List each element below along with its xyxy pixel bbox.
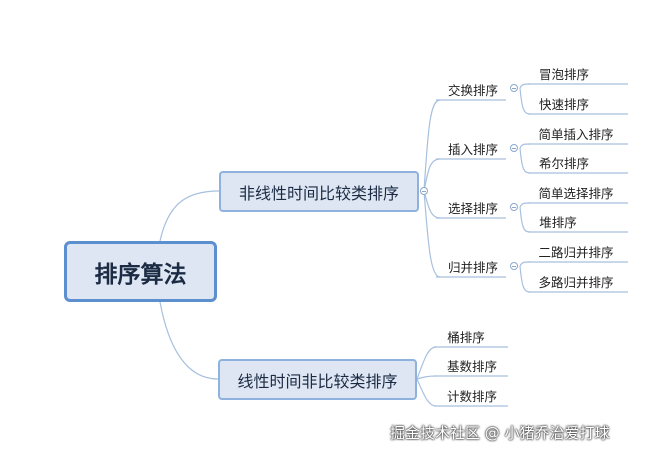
leaf-label: 基数排序 (446, 358, 497, 374)
leaf-node-counting-sort[interactable]: 计数排序 (440, 384, 504, 406)
group-node-selection-sort[interactable]: 选择排序 (443, 196, 503, 218)
connector-select-leaf-2 (519, 206, 531, 233)
branch-label: 线性时间非比较类排序 (237, 371, 398, 391)
leaf-node-radix-sort[interactable]: 基数排序 (440, 354, 504, 376)
leaf-node-bucket-sort[interactable]: 桶排序 (440, 325, 492, 347)
group-label: 插入排序 (447, 141, 498, 157)
leaf-label: 快速排序 (538, 96, 589, 112)
leaf-label: 多路归并排序 (538, 274, 614, 290)
connector-branch2-leaf-2 (416, 375, 437, 380)
root-label: 排序算法 (94, 261, 187, 288)
branch-label: 非线性时间比较类排序 (238, 183, 399, 203)
leaf-label: 桶排序 (447, 329, 485, 345)
leaf-node-quick-sort[interactable]: 快速排序 (532, 92, 596, 114)
leaf-node-two-way-merge-sort[interactable]: 二路归并排序 (532, 240, 620, 262)
connector-branch2-leaf-3 (416, 378, 437, 407)
collapse-toggle-icon[interactable] (510, 203, 518, 211)
root-node[interactable]: 排序算法 (64, 241, 217, 302)
leaf-label: 简单选择排序 (538, 185, 614, 201)
connector-insert-leaf-1 (519, 143, 531, 149)
connector-select-leaf-1 (519, 202, 531, 208)
connector-merge-leaf-2 (519, 265, 531, 293)
collapse-toggle-icon[interactable] (510, 144, 518, 152)
leaf-node-multi-way-merge-sort[interactable]: 多路归并排序 (532, 270, 620, 292)
connector-root-branch-1 (159, 190, 220, 242)
leaf-label: 冒泡排序 (538, 66, 589, 82)
group-label: 选择排序 (447, 200, 498, 216)
connector-branch1-group-merge (423, 190, 441, 278)
leaf-node-bubble-sort[interactable]: 冒泡排序 (532, 62, 596, 84)
collapse-toggle-icon[interactable] (510, 262, 518, 270)
connector-exchange-leaf-2 (519, 87, 531, 115)
collapse-toggle-icon[interactable] (510, 84, 518, 92)
group-node-insertion-sort[interactable]: 插入排序 (443, 137, 503, 159)
leaf-label: 希尔排序 (538, 155, 589, 171)
connector-branch1-group-exchange (423, 99, 441, 192)
leaf-label: 计数排序 (446, 388, 497, 404)
leaf-label: 堆排序 (539, 214, 577, 230)
group-node-exchange-sort[interactable]: 交换排序 (443, 78, 503, 100)
leaf-node-heap-sort[interactable]: 堆排序 (532, 210, 584, 232)
collapse-toggle-icon[interactable] (420, 187, 428, 195)
branch-node-linear-noncomparison[interactable]: 线性时间非比较类排序 (218, 359, 417, 400)
leaf-node-simple-insertion-sort[interactable]: 简单插入排序 (532, 122, 620, 144)
leaf-label: 简单插入排序 (538, 126, 614, 142)
group-label: 交换排序 (447, 82, 498, 98)
leaf-label: 二路归并排序 (538, 244, 614, 260)
connector-branch2-leaf-1 (416, 346, 437, 380)
group-node-merge-sort[interactable]: 归并排序 (443, 255, 503, 277)
connector-insert-leaf-2 (519, 147, 531, 174)
branch-node-nonlinear-comparison[interactable]: 非线性时间比较类排序 (219, 171, 419, 212)
leaf-node-shell-sort[interactable]: 希尔排序 (532, 151, 596, 173)
leaf-node-simple-selection-sort[interactable]: 简单选择排序 (532, 181, 620, 203)
connector-root-branch-2 (159, 301, 219, 380)
watermark-text: 掘金技术社区 @ 小猪乔治爱打球 (390, 423, 610, 442)
group-label: 归并排序 (447, 259, 498, 275)
